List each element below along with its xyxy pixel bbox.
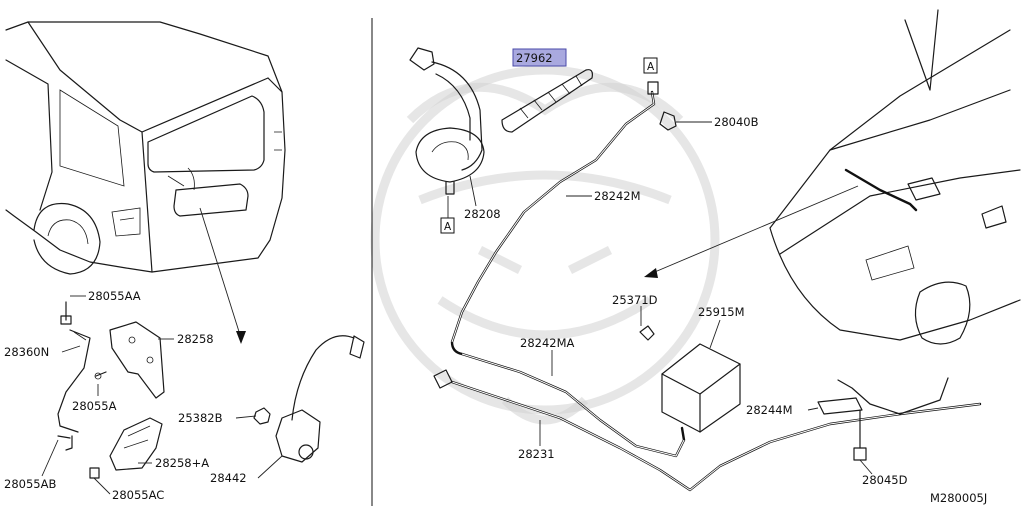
label-25382B: 25382B [178, 411, 223, 425]
label-25371D: 25371D [612, 293, 658, 307]
label-28244M: 28244M [746, 403, 793, 417]
label-28055AB: 28055AB [4, 477, 56, 491]
part-highlight [512, 48, 567, 67]
vehicle-front-illustration [769, 9, 1021, 345]
label-28258: 28258 [177, 332, 214, 346]
diagram-code: M280005J [930, 491, 987, 505]
left-leader-lines [41, 295, 283, 495]
label-25915M: 25915M [698, 305, 745, 319]
label-28258A: 28258+A [155, 456, 209, 470]
feeder-cable-28242M [450, 81, 677, 356]
callout-a-top: A [643, 57, 658, 74]
camera-bracket-parts [57, 301, 365, 479]
cable-28231 [433, 369, 982, 492]
module-box-25915M [639, 325, 741, 433]
svg-text:A: A [444, 221, 452, 233]
camera-location-arrow [199, 207, 246, 344]
label-27962: 27962 [516, 51, 553, 65]
location-arrow [644, 185, 859, 278]
label-28208: 28208 [464, 207, 501, 221]
label-28231: 28231 [518, 447, 555, 461]
label-28045D: 28045D [862, 473, 908, 487]
van-rear-illustration [5, 21, 286, 275]
feeder-cable-28242MA [460, 352, 686, 458]
label-28055A: 28055A [72, 399, 117, 413]
label-28360N: 28360N [4, 345, 49, 359]
label-28242MA: 28242MA [520, 336, 575, 350]
antenna-rod-27962 [501, 48, 593, 133]
antenna-base-28208 [409, 47, 485, 195]
svg-text:A: A [647, 61, 655, 73]
right-leader-lines [469, 121, 873, 475]
label-28055AA: 28055AA [88, 289, 141, 303]
label-28242M: 28242M [594, 189, 641, 203]
label-28055AC: 28055AC [112, 488, 164, 502]
label-28040B: 28040B [714, 115, 759, 129]
label-28442: 28442 [210, 471, 247, 485]
watermark-emblem [370, 65, 720, 425]
connector-28244M [817, 377, 949, 461]
callout-a-bottom: A [440, 217, 455, 234]
